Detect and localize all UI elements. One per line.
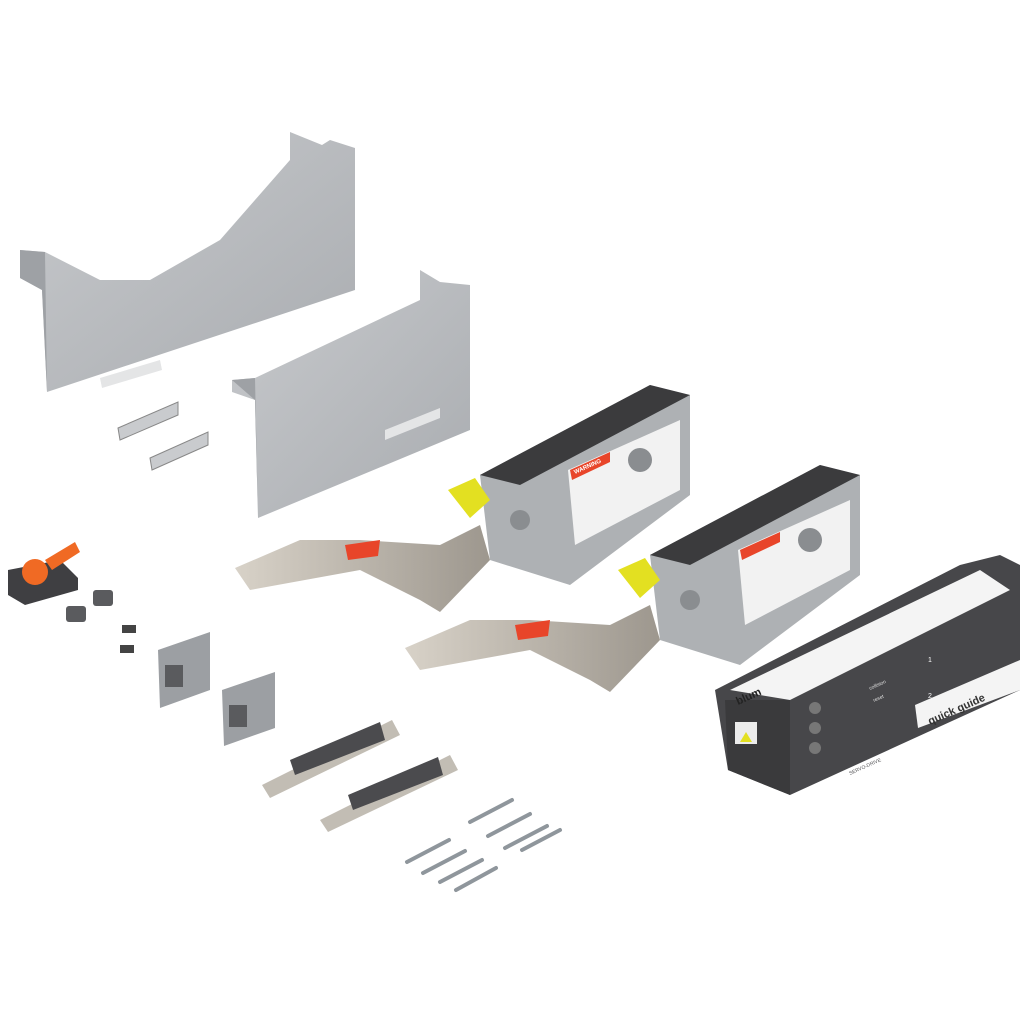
step-1-label: 1 <box>928 657 932 664</box>
lift-mechanism-right <box>405 465 860 692</box>
lift-mechanism-left: WARNING <box>235 385 690 612</box>
warning-label-icon <box>570 452 610 480</box>
large-cover-cap <box>20 132 355 392</box>
orange-clip <box>8 542 80 605</box>
connector-caps <box>66 590 136 653</box>
screws <box>405 798 562 892</box>
led-reset-label: reset <box>872 694 885 704</box>
small-cover-cap <box>232 270 470 518</box>
mounting-brackets <box>158 632 275 746</box>
step-2-label: 2 <box>928 693 932 700</box>
base-plates <box>262 720 458 832</box>
cover-plates <box>117 401 209 471</box>
